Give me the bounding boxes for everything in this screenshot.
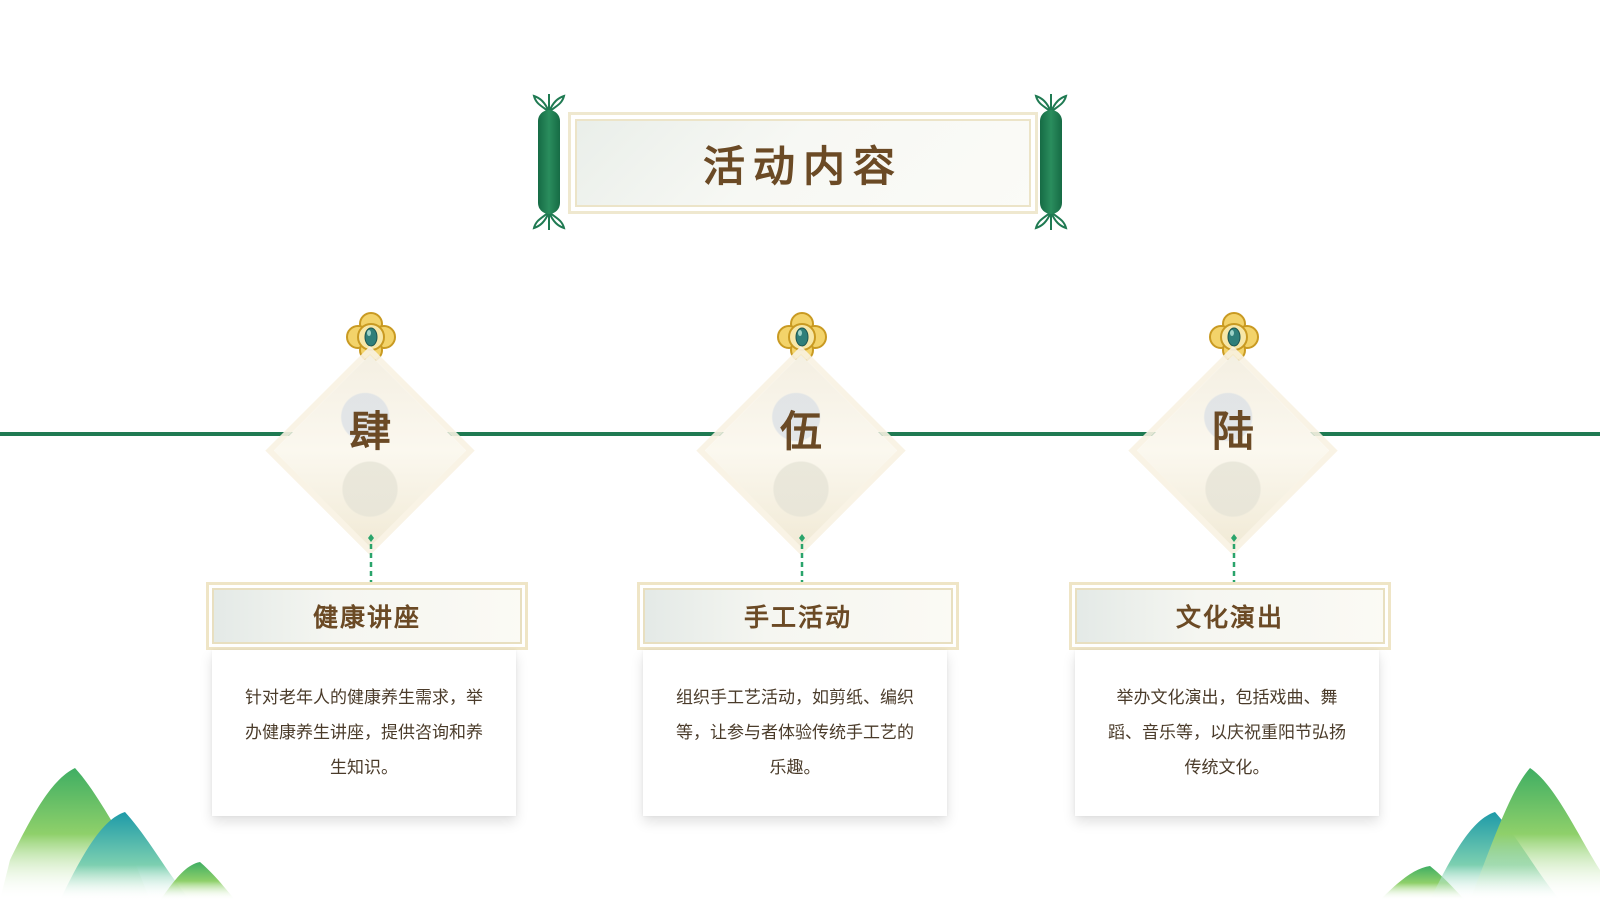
numeral-label: 肆 [348, 406, 391, 456]
activity-item: 肆 健康讲座 针对老年人的健康养生需求，举办健康养生讲座，提供咨询和养生知识。 [200, 310, 540, 850]
scroll-rod-left [538, 110, 560, 214]
page-title: 活动内容 [702, 141, 903, 191]
activity-item: 伍 手工活动 组织手工艺活动，如剪纸、编织等，让参与者体验传统手工艺的乐趣。 [631, 310, 971, 850]
numeral-label: 陆 [1211, 406, 1254, 456]
title-scroll: 活动内容 [530, 92, 1070, 232]
card-heading-text: 健康讲座 [312, 603, 421, 632]
title-panel: 活动内容 [568, 112, 1038, 214]
jade-brooch-icon [777, 312, 827, 362]
card-heading: 手工活动 [637, 582, 959, 650]
jade-brooch-icon [346, 312, 396, 362]
activity-item: 陆 文化演出 举办文化演出，包括戏曲、舞蹈、音乐等，以庆祝重阳节弘扬传统文化。 [1063, 310, 1403, 850]
leaf-ornament-icon [1034, 211, 1068, 230]
mountain-decoration-left [0, 768, 235, 900]
card-heading: 文化演出 [1069, 582, 1391, 650]
leaf-ornament-icon [532, 94, 566, 113]
card-heading-text: 手工活动 [743, 603, 852, 632]
card-description: 针对老年人的健康养生需求，举办健康养生讲座，提供咨询和养生知识。 [245, 687, 483, 778]
card-body: 针对老年人的健康养生需求，举办健康养生讲座，提供咨询和养生知识。 [212, 650, 516, 816]
scroll-rod-right [1040, 110, 1062, 214]
mountain-decoration-right [1380, 768, 1600, 900]
jade-brooch-icon [1209, 312, 1259, 362]
card-description: 组织手工艺活动，如剪纸、编织等，让参与者体验传统手工艺的乐趣。 [676, 687, 914, 778]
card-body: 举办文化演出，包括戏曲、舞蹈、音乐等，以庆祝重阳节弘扬传统文化。 [1075, 650, 1379, 816]
card-body: 组织手工艺活动，如剪纸、编织等，让参与者体验传统手工艺的乐趣。 [643, 650, 947, 816]
card-description: 举办文化演出，包括戏曲、舞蹈、音乐等，以庆祝重阳节弘扬传统文化。 [1108, 687, 1346, 778]
card-heading-text: 文化演出 [1175, 603, 1284, 632]
leaf-ornament-icon [532, 211, 566, 230]
leaf-ornament-icon [1034, 94, 1068, 113]
card-heading: 健康讲座 [206, 582, 528, 650]
numeral-label: 伍 [779, 406, 822, 456]
